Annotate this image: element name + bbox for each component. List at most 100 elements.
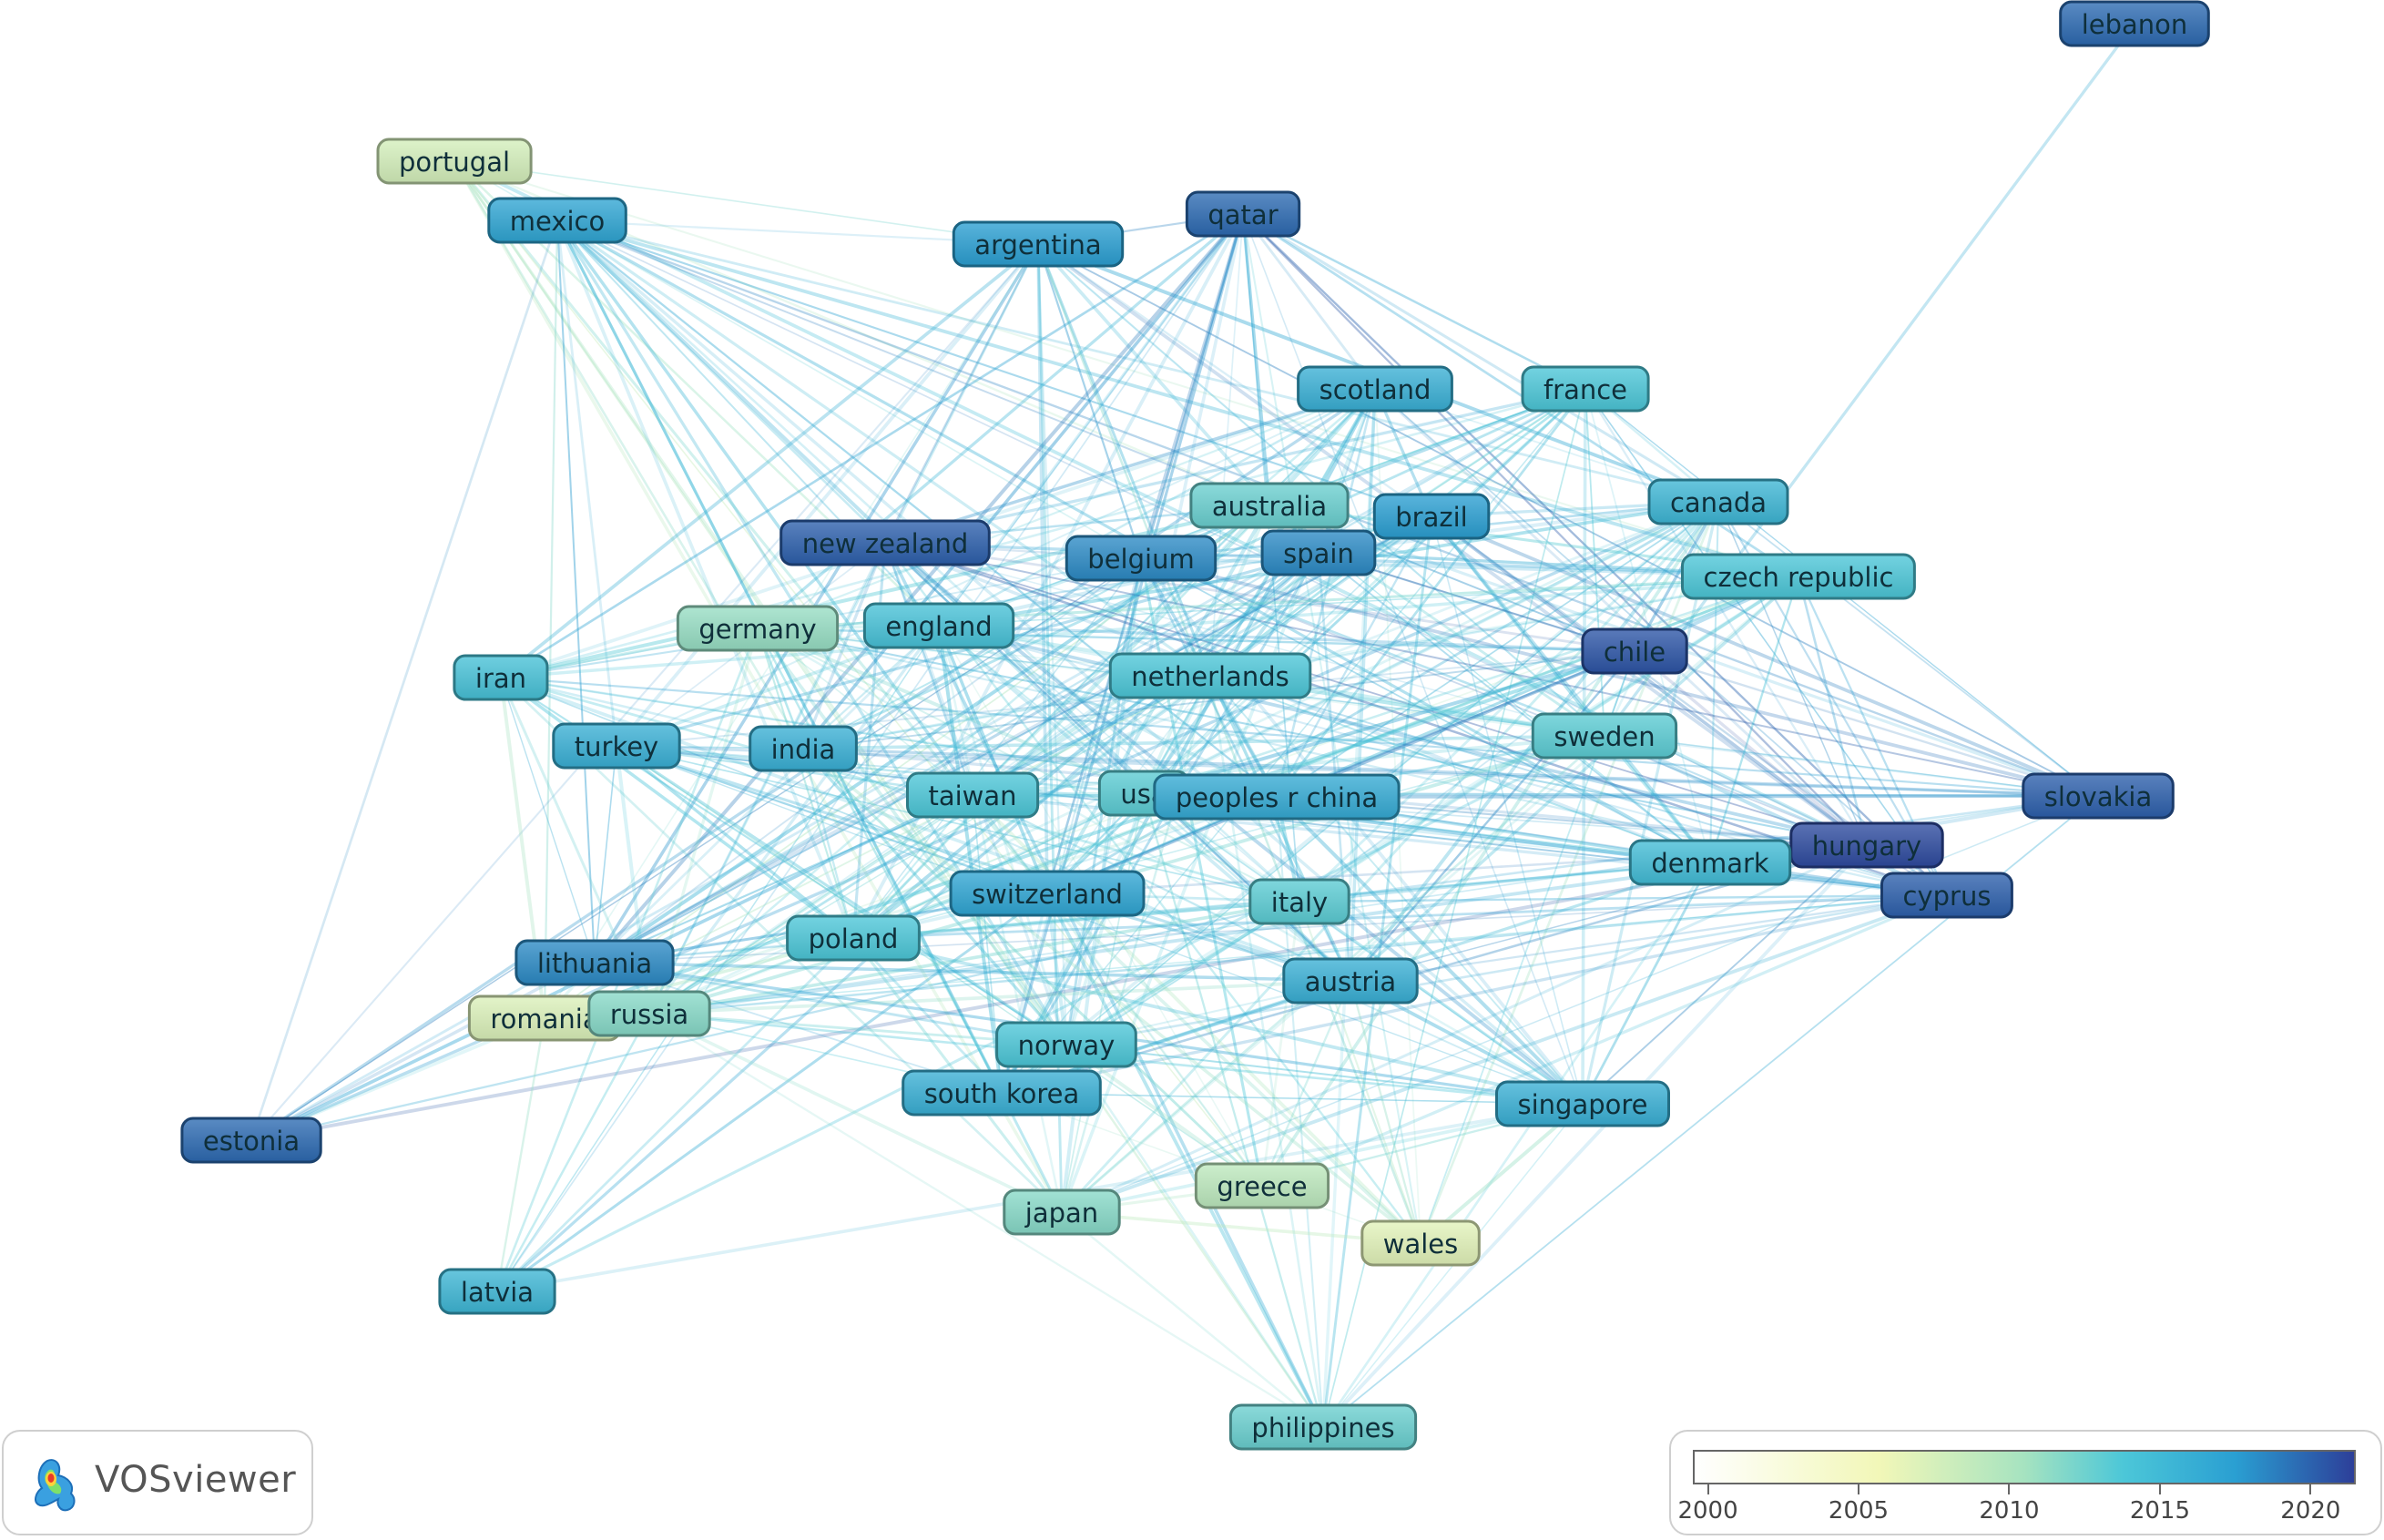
node-box-peoples-r-china[interactable] bbox=[1153, 773, 1401, 821]
link-france-belgium bbox=[1139, 387, 1587, 560]
node-box-latvia[interactable] bbox=[438, 1268, 556, 1315]
link-qatar-wales bbox=[1241, 212, 1422, 1245]
node-box-brazil[interactable] bbox=[1372, 493, 1491, 540]
node-box-canada[interactable] bbox=[1647, 478, 1789, 525]
node-box-japan[interactable] bbox=[1003, 1188, 1121, 1236]
node-romania[interactable]: romania bbox=[467, 994, 622, 1042]
node-iran[interactable]: iran bbox=[453, 654, 549, 701]
node-box-slovakia[interactable] bbox=[2022, 772, 2175, 820]
node-box-czech-republic[interactable] bbox=[1681, 553, 1916, 600]
node-box-greece[interactable] bbox=[1194, 1162, 1330, 1209]
node-box-hungary[interactable] bbox=[1789, 821, 1944, 869]
node-box-scotland[interactable] bbox=[1297, 365, 1453, 413]
link-chile-switzerland bbox=[1045, 649, 1636, 895]
node-south-korea[interactable]: south korea bbox=[902, 1069, 1102, 1117]
node-box-qatar[interactable] bbox=[1185, 190, 1301, 238]
node-box-italy[interactable] bbox=[1248, 878, 1350, 925]
node-switzerland[interactable]: switzerland bbox=[949, 870, 1146, 917]
node-wales[interactable]: wales bbox=[1360, 1219, 1481, 1267]
node-box-cyprus[interactable] bbox=[1880, 872, 2013, 919]
node-brazil[interactable]: brazil bbox=[1372, 493, 1491, 540]
node-france[interactable]: france bbox=[1521, 365, 1650, 413]
node-box-russia[interactable] bbox=[587, 990, 711, 1037]
node-lithuania[interactable]: lithuania bbox=[514, 939, 675, 986]
node-box-turkey[interactable] bbox=[552, 722, 681, 770]
node-box-france[interactable] bbox=[1521, 365, 1650, 413]
node-box-philippines[interactable] bbox=[1228, 1403, 1418, 1451]
node-box-wales[interactable] bbox=[1360, 1219, 1481, 1267]
node-czech-republic[interactable]: czech republic bbox=[1681, 553, 1916, 600]
node-box-estonia[interactable] bbox=[180, 1117, 322, 1164]
node-box-india[interactable] bbox=[749, 725, 858, 772]
node-box-portugal[interactable] bbox=[376, 138, 533, 185]
node-italy[interactable]: italy bbox=[1248, 878, 1350, 925]
node-label-romania: romania bbox=[490, 1004, 598, 1035]
node-chile[interactable]: chile bbox=[1581, 627, 1688, 675]
node-denmark[interactable]: denmark bbox=[1628, 839, 1792, 886]
node-box-sweden[interactable] bbox=[1531, 712, 1678, 760]
node-sweden[interactable]: sweden bbox=[1531, 712, 1678, 760]
node-turkey[interactable]: turkey bbox=[552, 722, 681, 770]
node-england[interactable]: england bbox=[862, 602, 1015, 649]
node-scotland[interactable]: scotland bbox=[1297, 365, 1453, 413]
node-new-zealand[interactable]: new zealand bbox=[779, 519, 991, 566]
node-estonia[interactable]: estonia bbox=[180, 1117, 322, 1164]
node-germany[interactable]: germany bbox=[676, 605, 840, 652]
node-argentina[interactable]: argentina bbox=[952, 220, 1125, 268]
node-box-lithuania[interactable] bbox=[514, 939, 675, 986]
link-spain-turkey bbox=[615, 551, 1320, 748]
node-cyprus[interactable]: cyprus bbox=[1880, 872, 2013, 919]
node-box-poland[interactable] bbox=[786, 914, 921, 962]
node-box-iran[interactable] bbox=[453, 654, 549, 701]
node-slovakia[interactable]: slovakia bbox=[2022, 772, 2175, 820]
link-mexico-peoples-r-china bbox=[555, 219, 1279, 799]
node-canada[interactable]: canada bbox=[1647, 478, 1789, 525]
node-box-austria[interactable] bbox=[1282, 957, 1419, 1005]
link-lebanon-sweden bbox=[1603, 22, 2136, 738]
node-australia[interactable]: australia bbox=[1189, 482, 1350, 529]
node-peoples-r-china[interactable]: peoples r china bbox=[1153, 773, 1401, 821]
node-taiwan[interactable]: taiwan bbox=[906, 771, 1040, 819]
node-greece[interactable]: greece bbox=[1194, 1162, 1330, 1209]
node-box-spain[interactable] bbox=[1260, 529, 1377, 576]
node-box-chile[interactable] bbox=[1581, 627, 1688, 675]
link-turkey-lithuania bbox=[594, 745, 617, 964]
node-box-netherlands[interactable] bbox=[1108, 652, 1312, 699]
node-latvia[interactable]: latvia bbox=[438, 1268, 556, 1315]
link-belgium-slovakia bbox=[1139, 556, 2100, 798]
node-box-england[interactable] bbox=[862, 602, 1015, 649]
node-box-denmark[interactable] bbox=[1628, 839, 1792, 886]
link-peoples-r-china-poland bbox=[851, 795, 1279, 940]
node-box-mexico[interactable] bbox=[487, 197, 627, 244]
node-portugal[interactable]: portugal bbox=[376, 138, 533, 185]
node-japan[interactable]: japan bbox=[1003, 1188, 1121, 1236]
node-netherlands[interactable]: netherlands bbox=[1108, 652, 1312, 699]
node-box-singapore[interactable] bbox=[1495, 1080, 1670, 1127]
node-hungary[interactable]: hungary bbox=[1789, 821, 1944, 869]
link-brazil-poland bbox=[851, 515, 1433, 940]
node-russia[interactable]: russia bbox=[587, 990, 711, 1037]
node-norway[interactable]: norway bbox=[995, 1021, 1137, 1068]
node-box-south-korea[interactable] bbox=[902, 1069, 1102, 1117]
node-box-new-zealand[interactable] bbox=[779, 519, 991, 566]
node-lebanon[interactable]: lebanon bbox=[2059, 0, 2210, 47]
node-box-argentina[interactable] bbox=[952, 220, 1125, 268]
node-spain[interactable]: spain bbox=[1260, 529, 1377, 576]
node-box-taiwan[interactable] bbox=[906, 771, 1040, 819]
node-box-germany[interactable] bbox=[676, 605, 840, 652]
node-philippines[interactable]: philippines bbox=[1228, 1403, 1418, 1451]
node-qatar[interactable]: qatar bbox=[1185, 190, 1301, 238]
node-box-lebanon[interactable] bbox=[2059, 0, 2210, 47]
node-box-norway[interactable] bbox=[995, 1021, 1137, 1068]
node-box-australia[interactable] bbox=[1189, 482, 1350, 529]
node-singapore[interactable]: singapore bbox=[1495, 1080, 1670, 1127]
node-austria[interactable]: austria bbox=[1282, 957, 1419, 1005]
node-poland[interactable]: poland bbox=[786, 914, 921, 962]
node-india[interactable]: india bbox=[749, 725, 858, 772]
node-box-belgium[interactable] bbox=[1065, 535, 1217, 582]
node-belgium[interactable]: belgium bbox=[1065, 535, 1217, 582]
link-cyprus-poland bbox=[851, 893, 1949, 940]
node-mexico[interactable]: mexico bbox=[487, 197, 627, 244]
node-box-switzerland[interactable] bbox=[949, 870, 1146, 917]
